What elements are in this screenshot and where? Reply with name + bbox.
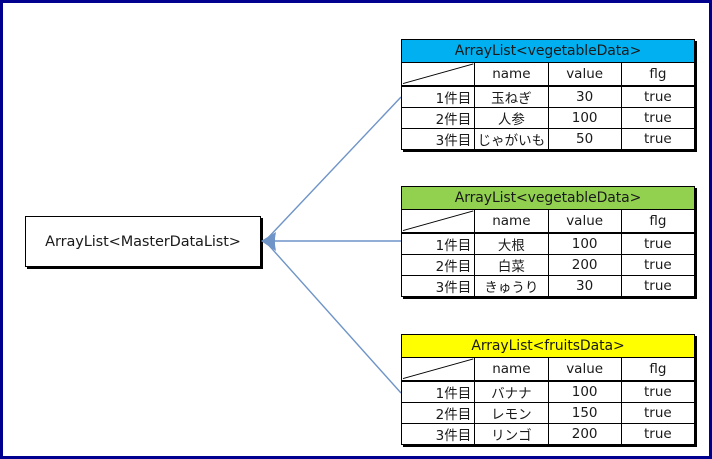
table-title-2: ArrayList<vegetableData> bbox=[401, 186, 695, 210]
cell-flg: true bbox=[620, 106, 696, 129]
table-row: 1件目 バナナ 100 true bbox=[400, 380, 696, 403]
table-row: 3件目 きゅうり 30 true bbox=[400, 274, 696, 297]
table-row: 3件目 じゃがいも 50 true bbox=[400, 127, 696, 150]
cell-value: 150 bbox=[547, 401, 622, 424]
cell-value: 200 bbox=[547, 253, 622, 276]
row-index: 3件目 bbox=[400, 127, 476, 150]
diagonal-slash-icon bbox=[402, 210, 474, 232]
table-row: 2件目 人参 100 true bbox=[400, 106, 696, 129]
diagonal-slash-icon bbox=[402, 63, 474, 85]
corner-diagonal-cell-1 bbox=[400, 62, 476, 86]
cell-value: 30 bbox=[547, 274, 622, 297]
corner-diagonal-cell-3 bbox=[400, 357, 476, 381]
cell-value: 50 bbox=[547, 127, 622, 150]
cell-name: リンゴ bbox=[474, 422, 549, 445]
row-index: 3件目 bbox=[400, 274, 476, 297]
row-index: 1件目 bbox=[400, 232, 476, 255]
row-index: 2件目 bbox=[400, 401, 476, 424]
corner-diagonal-cell-2 bbox=[400, 209, 476, 233]
column-header-flg-1: flg bbox=[620, 62, 696, 86]
diagonal-slash-icon bbox=[402, 358, 474, 380]
array-list-table-2: ArrayList<vegetableData> name value flg … bbox=[400, 186, 696, 297]
table-row: 2件目 白菜 200 true bbox=[400, 253, 696, 276]
arrow-line-to-table-1 bbox=[264, 96, 402, 242]
column-header-name-1: name bbox=[474, 62, 549, 86]
column-header-name-3: name bbox=[474, 357, 549, 381]
arrow-line-to-table-3 bbox=[264, 240, 402, 394]
cell-name: きゅうり bbox=[474, 274, 549, 297]
row-index: 2件目 bbox=[400, 253, 476, 276]
cell-name: レモン bbox=[474, 401, 549, 424]
master-data-list-label: ArrayList<MasterDataList> bbox=[45, 233, 241, 250]
cell-flg: true bbox=[620, 380, 696, 403]
row-index: 1件目 bbox=[400, 380, 476, 403]
cell-name: じゃがいも bbox=[474, 127, 549, 150]
column-header-name-2: name bbox=[474, 209, 549, 233]
cell-name: 人参 bbox=[474, 106, 549, 129]
column-header-value-3: value bbox=[547, 357, 622, 381]
cell-flg: true bbox=[620, 401, 696, 424]
cell-name: 白菜 bbox=[474, 253, 549, 276]
cell-value: 100 bbox=[547, 232, 622, 255]
table-row: 3件目 リンゴ 200 true bbox=[400, 422, 696, 445]
row-index: 3件目 bbox=[400, 422, 476, 445]
array-list-table-1: ArrayList<vegetableData> name value flg … bbox=[400, 39, 696, 150]
table-row: 1件目 玉ねぎ 30 true bbox=[400, 85, 696, 108]
cell-value: 100 bbox=[547, 380, 622, 403]
cell-name: 玉ねぎ bbox=[474, 85, 549, 108]
master-data-list-box[interactable]: ArrayList<MasterDataList> bbox=[25, 216, 261, 267]
cell-flg: true bbox=[620, 422, 696, 445]
column-header-value-2: value bbox=[547, 209, 622, 233]
table-row: 2件目 レモン 150 true bbox=[400, 401, 696, 424]
column-header-flg-2: flg bbox=[620, 209, 696, 233]
cell-flg: true bbox=[620, 85, 696, 108]
arrow-head-3 bbox=[261, 239, 276, 251]
cell-flg: true bbox=[620, 127, 696, 150]
arrow-head-2 bbox=[261, 237, 275, 245]
cell-value: 200 bbox=[547, 422, 622, 445]
cell-flg: true bbox=[620, 253, 696, 276]
column-header-value-1: value bbox=[547, 62, 622, 86]
cell-name: 大根 bbox=[474, 232, 549, 255]
table-title-3: ArrayList<fruitsData> bbox=[401, 334, 695, 358]
cell-value: 100 bbox=[547, 106, 622, 129]
arrow-head-1 bbox=[261, 232, 276, 244]
cell-value: 30 bbox=[547, 85, 622, 108]
row-index: 2件目 bbox=[400, 106, 476, 129]
cell-name: バナナ bbox=[474, 380, 549, 403]
table-title-1: ArrayList<vegetableData> bbox=[401, 39, 695, 63]
cell-flg: true bbox=[620, 232, 696, 255]
column-header-flg-3: flg bbox=[620, 357, 696, 381]
table-row: 1件目 大根 100 true bbox=[400, 232, 696, 255]
array-list-table-3: ArrayList<fruitsData> name value flg 1件目… bbox=[400, 334, 696, 445]
cell-flg: true bbox=[620, 274, 696, 297]
row-index: 1件目 bbox=[400, 85, 476, 108]
